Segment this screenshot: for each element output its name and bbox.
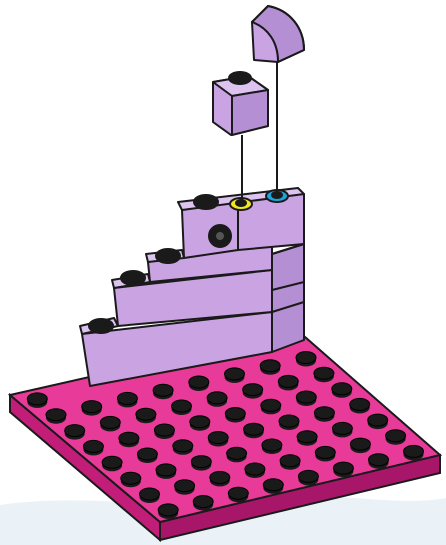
floating-curved-tile xyxy=(252,6,304,62)
baseplate-stud-top xyxy=(189,376,209,388)
floating-1x1-brick xyxy=(213,72,268,135)
baseplate-stud-top xyxy=(244,423,264,435)
baseplate-stud-top xyxy=(83,440,103,452)
baseplate-stud-top xyxy=(280,455,300,467)
baseplate-stud-top xyxy=(386,430,406,442)
baseplate-stud-top xyxy=(243,384,263,396)
stud-dark xyxy=(89,319,113,333)
baseplate-stud-top xyxy=(207,392,227,404)
baseplate-stud-top xyxy=(404,445,424,457)
baseplate-stud-top xyxy=(153,384,173,396)
baseplate-stud-top xyxy=(263,479,283,491)
baseplate-stud-top xyxy=(175,480,195,492)
baseplate-stud-top xyxy=(332,422,352,434)
baseplate-stud-top xyxy=(156,464,176,476)
baseplate-stud-top xyxy=(262,439,282,451)
baseplate-stud-top xyxy=(296,391,316,403)
baseplate-stud-top xyxy=(117,392,137,404)
baseplate-stud-top xyxy=(27,393,47,405)
baseplate-stud-top xyxy=(314,407,334,419)
baseplate-stud-top xyxy=(154,424,174,436)
baseplate-stud-top xyxy=(82,401,102,413)
baseplate-stud-top xyxy=(296,352,316,364)
baseplate-stud-top xyxy=(369,454,389,466)
baseplate-stud-top xyxy=(65,425,85,437)
baseplate-stud-top xyxy=(245,463,265,475)
baseplate-stud-top xyxy=(137,448,157,460)
baseplate-stud-top xyxy=(333,462,353,474)
baseplate-stud-top xyxy=(260,360,280,372)
baseplate-stud-top xyxy=(314,367,334,379)
baseplate-stud-top xyxy=(100,416,120,428)
baseplate-stud-top xyxy=(119,432,139,444)
baseplate-stud-top xyxy=(210,471,230,483)
baseplate-stud-top xyxy=(332,383,352,395)
side-stud xyxy=(209,225,231,247)
baseplate-stud-top xyxy=(278,375,298,387)
baseplate-stud-top xyxy=(227,447,247,459)
wall-right-side xyxy=(272,244,304,352)
baseplate-stud-top xyxy=(225,408,245,420)
baseplate-stud-top xyxy=(172,400,192,412)
stud-dark xyxy=(156,249,180,263)
baseplate-stud-top xyxy=(121,472,141,484)
stud-dark xyxy=(194,195,218,209)
baseplate-stud-top xyxy=(350,438,370,450)
baseplate-stud-top xyxy=(136,408,156,420)
baseplate-stud-top xyxy=(261,399,281,411)
baseplate-stud-top xyxy=(208,432,228,444)
baseplate-stud-top xyxy=(102,456,122,468)
baseplate-stud-top xyxy=(46,409,66,421)
baseplate-stud-top xyxy=(350,398,370,410)
baseplate-stud-top xyxy=(368,414,388,426)
baseplate-stud-top xyxy=(158,504,178,516)
baseplate-stud-top xyxy=(315,446,335,458)
baseplate-stud-top xyxy=(193,496,213,508)
baseplate-stud-top xyxy=(228,487,248,499)
baseplate-stud-top xyxy=(140,488,160,500)
baseplate-stud-top xyxy=(297,431,317,443)
baseplate-stud-top xyxy=(298,470,318,482)
baseplate-stud-top xyxy=(279,415,299,427)
baseplate-stud-top xyxy=(190,416,210,428)
baseplate-stud-top xyxy=(225,368,245,380)
baseplate-stud-top xyxy=(191,456,211,468)
baseplate-stud-top xyxy=(173,440,193,452)
stud-dark xyxy=(121,271,145,285)
